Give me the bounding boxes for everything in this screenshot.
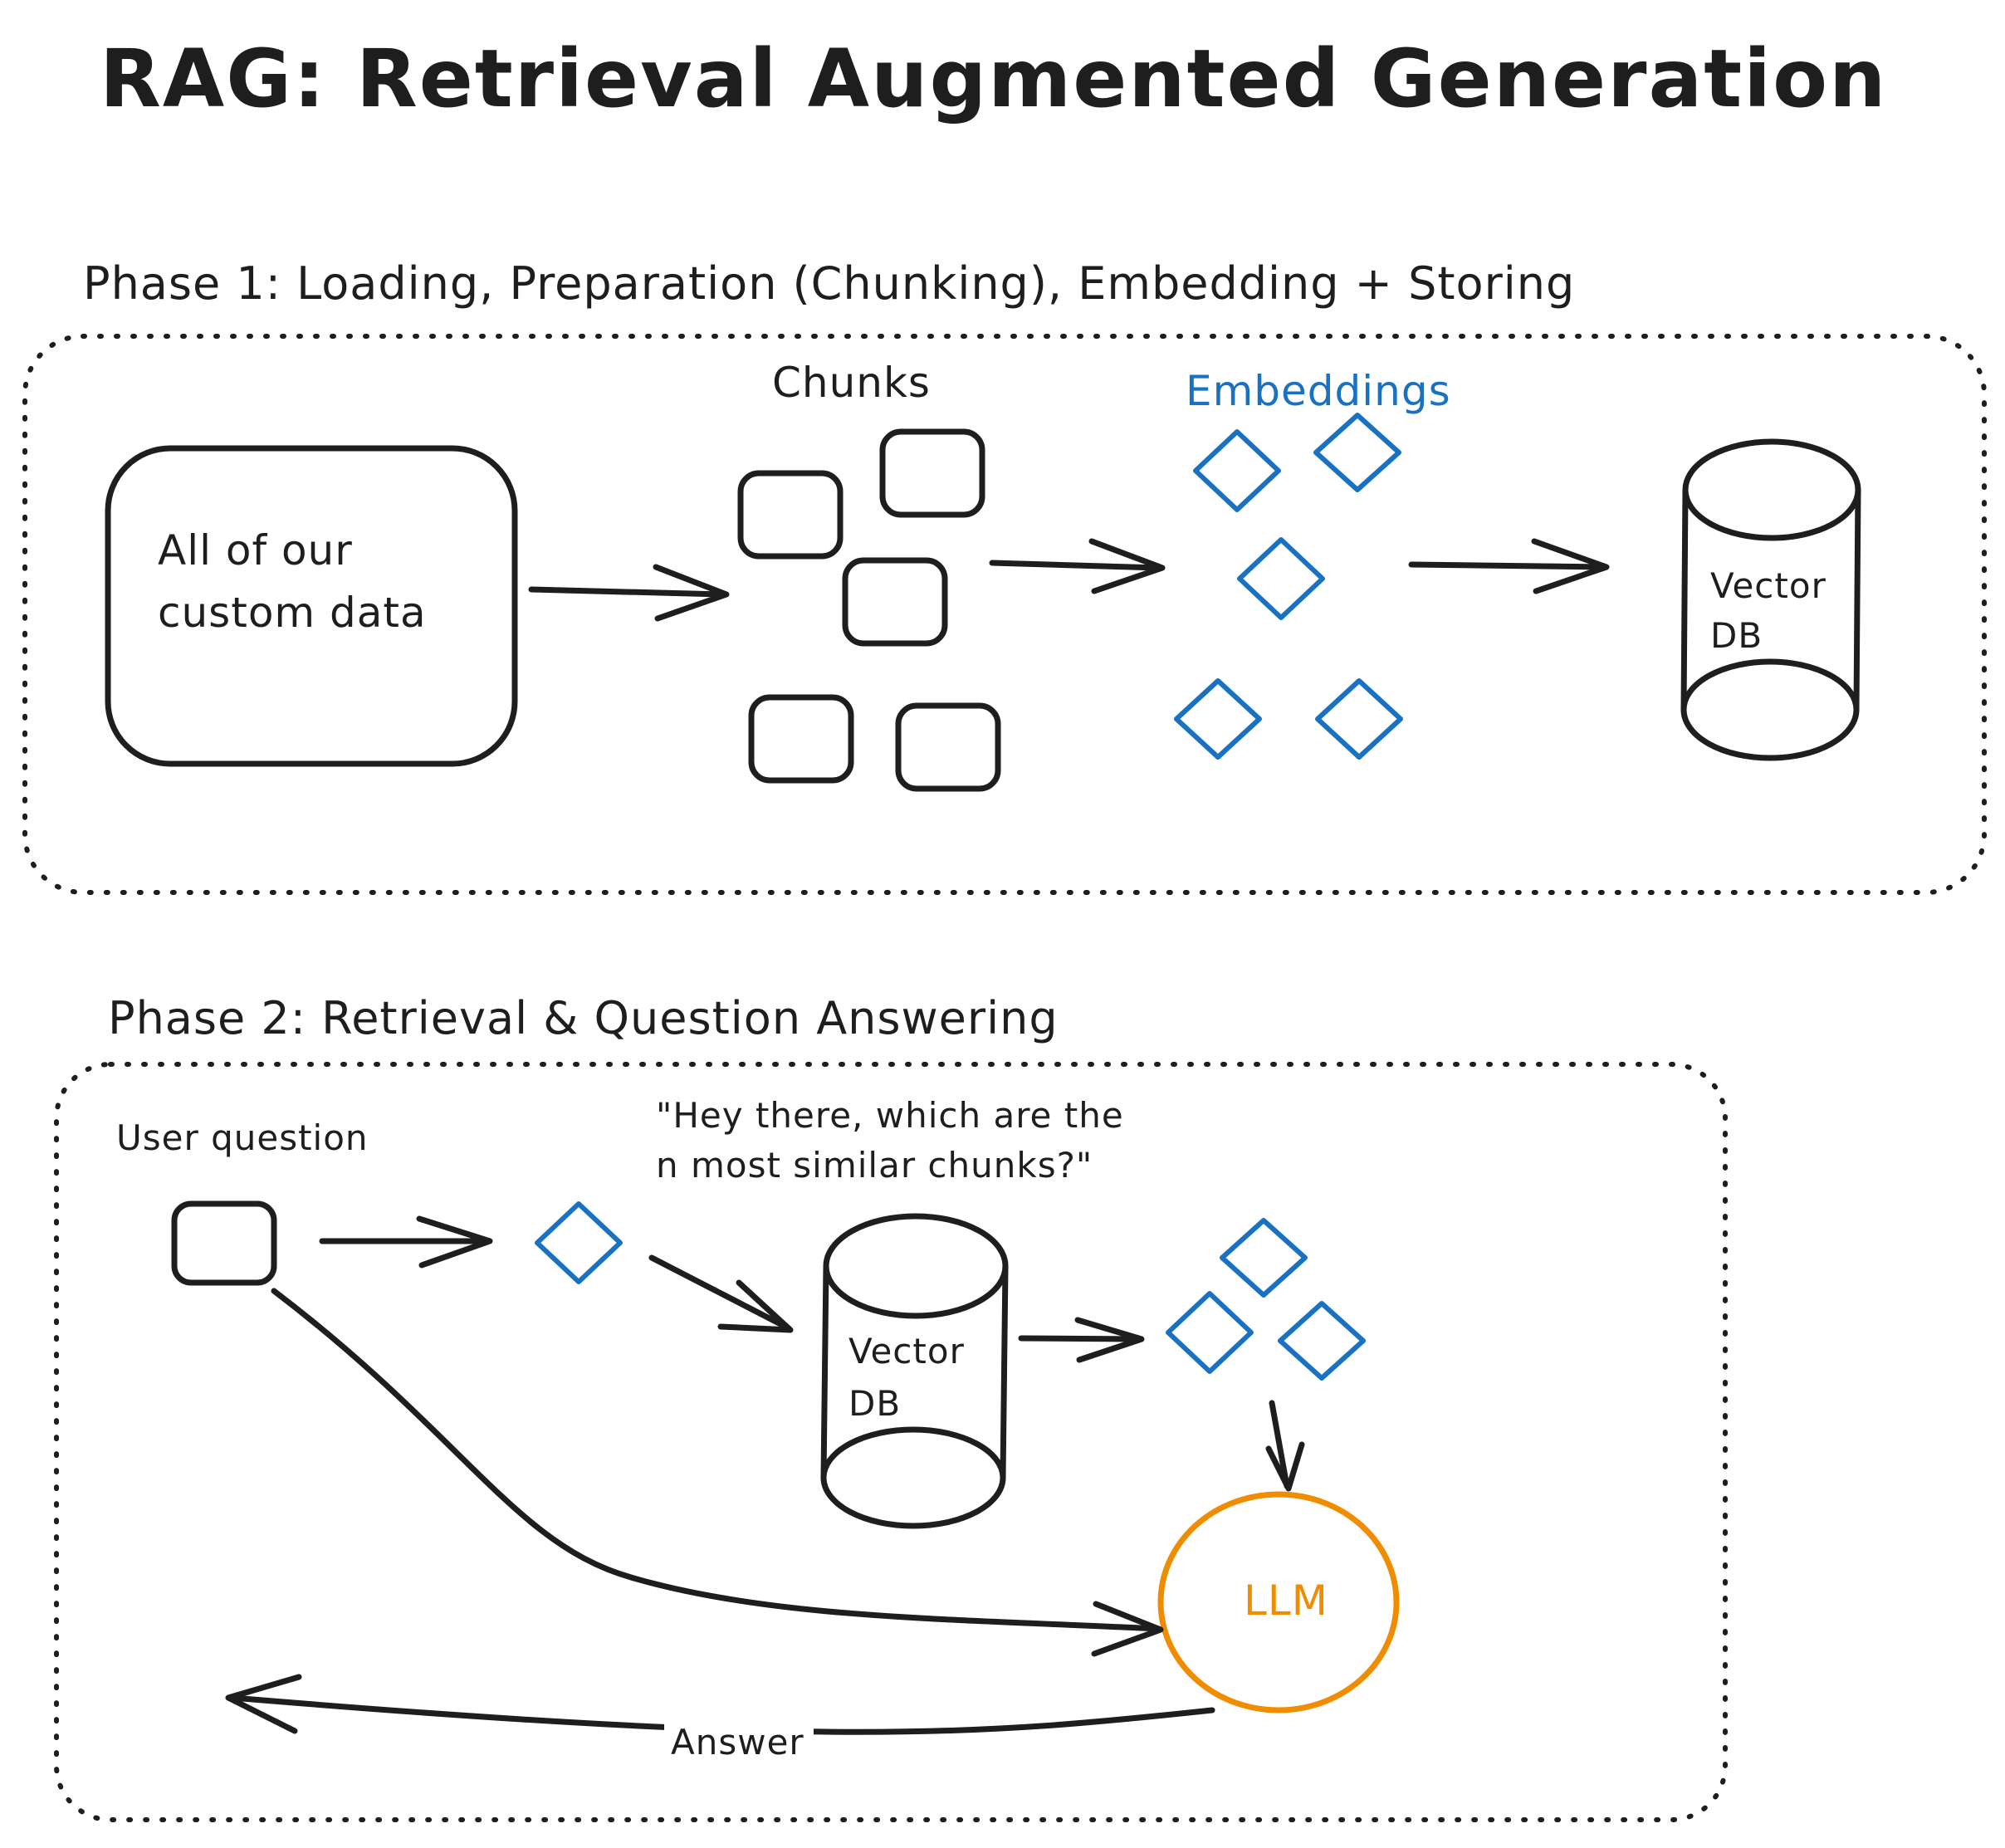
- embedding-diamond-icon: [1237, 537, 1325, 620]
- user-question-box: [171, 1200, 277, 1286]
- chunk-box: [895, 702, 1001, 792]
- chunk-box: [748, 694, 854, 784]
- embeddings-label: Embeddings: [1186, 367, 1451, 415]
- retrieved-diamond-icon: [1278, 1301, 1366, 1381]
- retrieved-diamond-icon: [1220, 1218, 1308, 1298]
- embedding-diamond-icon: [1315, 678, 1403, 760]
- arrow-embeddings-to-db: [1408, 538, 1610, 594]
- chunks-label: Chunks: [772, 359, 931, 407]
- llm-label: LLM: [1244, 1577, 1328, 1625]
- vector-db-label-line1: Vector: [1710, 565, 1827, 606]
- custom-data-box: [105, 445, 518, 767]
- vector-db2-label-line1: Vector: [848, 1331, 965, 1371]
- chunk-box: [842, 557, 948, 647]
- embedding-diamond-icon: [1193, 429, 1281, 512]
- phase1-heading: Phase 1: Loading, Preparation (Chunking)…: [83, 257, 1575, 310]
- arrow-chunks-to-embeddings: [989, 538, 1166, 594]
- vector-db-cylinder-phase2: [820, 1213, 1009, 1529]
- chunk-box: [737, 470, 844, 560]
- query-text-line1: "Hey there, which are the: [656, 1095, 1124, 1136]
- phase1-container: [22, 334, 1987, 895]
- answer-label: Answer: [671, 1722, 804, 1762]
- custom-data-line1: All of our: [158, 526, 353, 574]
- arrow-question-to-llm: [271, 1288, 1164, 1657]
- embedding-diamond-icon: [1174, 678, 1262, 760]
- retrieved-diamond-icon: [1166, 1291, 1254, 1374]
- vector-db-label-line2: DB: [1710, 615, 1763, 656]
- vector-db2-label-line2: DB: [848, 1383, 901, 1424]
- phase2-heading: Phase 2: Retrieval & Question Answering: [108, 992, 1059, 1044]
- chunk-box: [879, 428, 985, 518]
- custom-data-line2: custom data: [158, 589, 427, 637]
- retrieved-embedding-group: [1166, 1218, 1366, 1381]
- embedding-group: [1174, 413, 1403, 760]
- embedding-diamond-icon: [1313, 413, 1401, 492]
- vector-db-cylinder-phase1: [1680, 438, 1861, 761]
- arrow-embedding-to-db: [648, 1254, 794, 1333]
- answer-label-bg: [664, 1723, 814, 1764]
- query-embedding-diamond-icon: [535, 1201, 623, 1284]
- chunk-group: [737, 428, 1001, 792]
- arrow-question-to-embedding: [319, 1215, 493, 1269]
- query-text-line2: n most similar chunks?": [656, 1145, 1093, 1186]
- arrow-results-to-llm: [1265, 1400, 1305, 1492]
- arrow-db-to-results: [1018, 1317, 1145, 1363]
- arrow-data-to-chunks: [528, 564, 730, 622]
- diagram-title: RAG: Retrieval Augmented Generation: [100, 32, 1887, 125]
- answer-arrow: [225, 1674, 1215, 1735]
- phase2-container: [54, 1062, 1728, 1822]
- user-question-label: User question: [116, 1117, 369, 1158]
- llm-circle: [1157, 1491, 1400, 1714]
